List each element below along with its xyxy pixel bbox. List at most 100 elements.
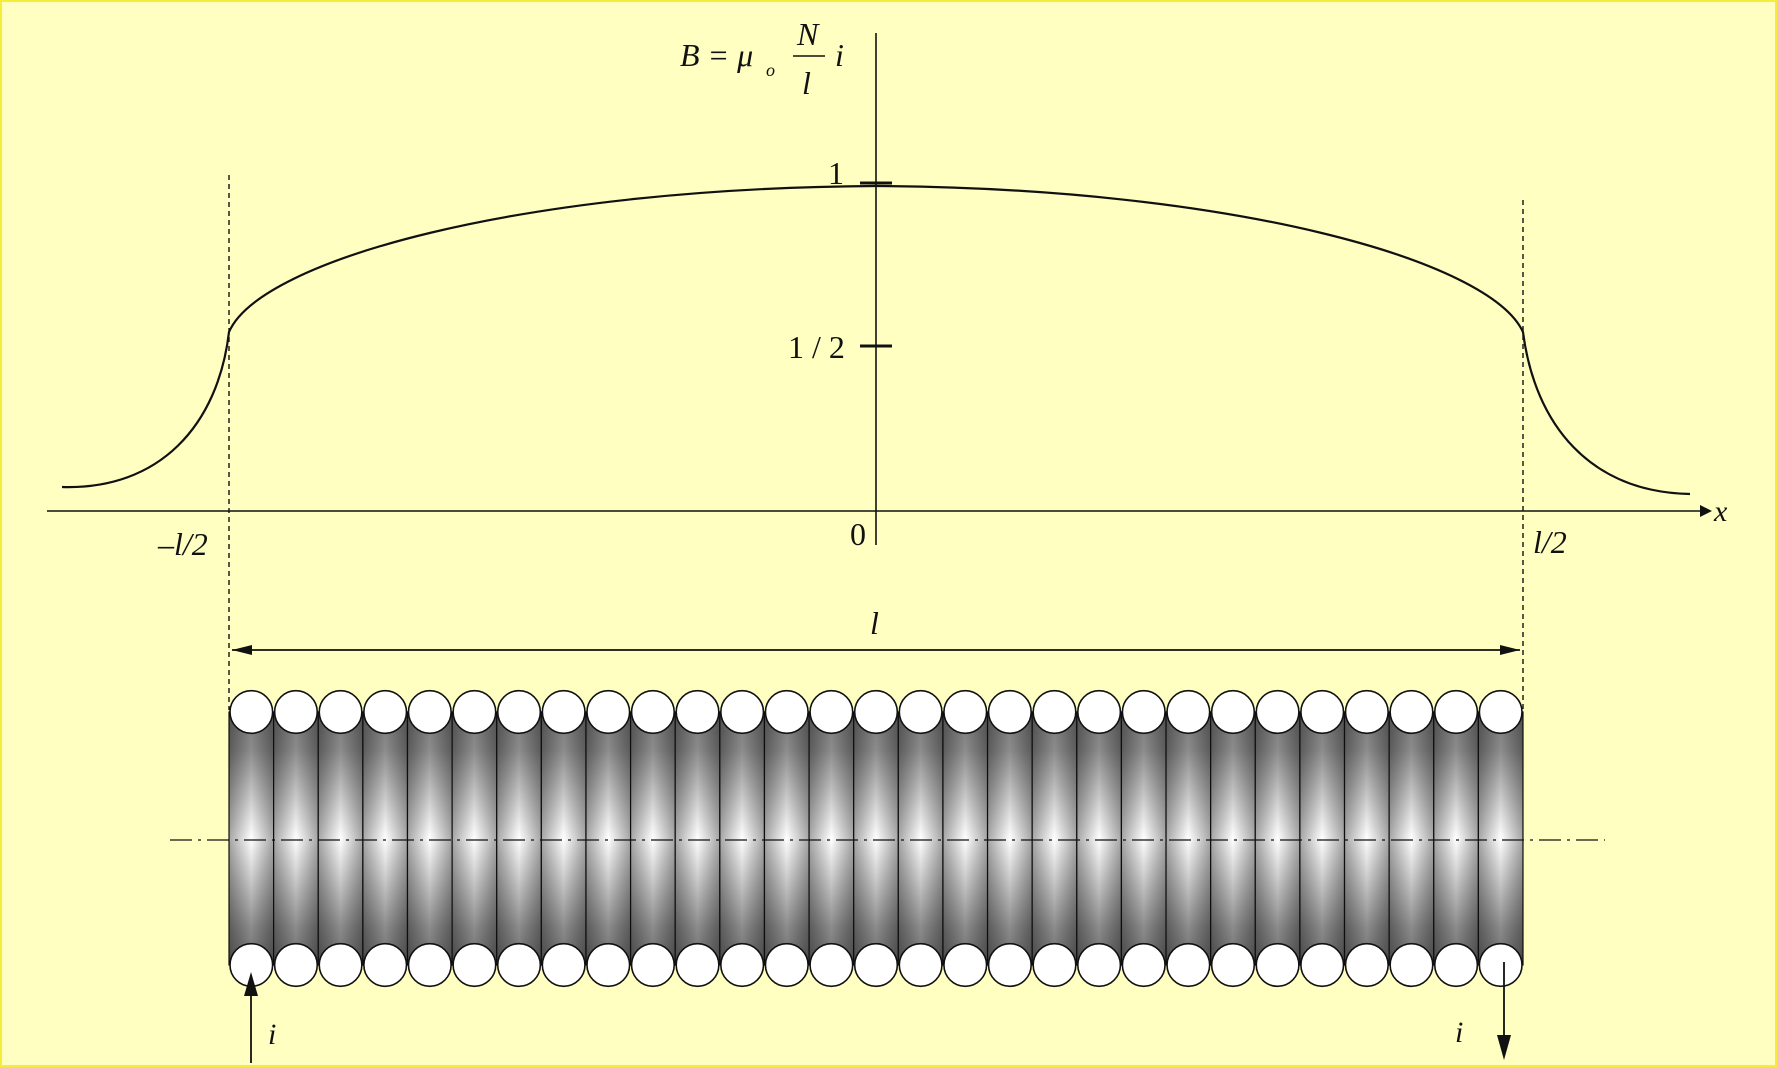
coil-wire-bottom: [1300, 942, 1345, 988]
coil-turn-shading: [1299, 712, 1345, 965]
coil-wire-bottom: [1433, 942, 1479, 988]
coil-wire-bottom: [496, 942, 542, 988]
coil-wire-top: [1389, 689, 1434, 735]
coil-wire-bottom: [1032, 942, 1077, 988]
coil-turn-shading: [1032, 712, 1077, 965]
coil-wire-bottom: [407, 942, 452, 988]
coil-turn-shading: [496, 712, 542, 965]
coil-wire-top: [541, 689, 586, 735]
coil-wire-bottom: [273, 942, 319, 988]
coil-wire-top: [853, 689, 899, 735]
coil-turn-shading: [853, 712, 899, 965]
x-label-neg-half: –l/2: [157, 526, 208, 562]
coil-turn-shading: [630, 712, 676, 965]
x-label-origin: 0: [850, 516, 866, 552]
field-curve: [61, 184, 1691, 496]
coil-wire-bottom: [1076, 942, 1122, 988]
y-tick-label-half: 1 / 2: [788, 329, 845, 365]
coil-wire-top: [1121, 689, 1166, 735]
coil-turn-shading: [987, 712, 1033, 965]
coil-turn-shading: [452, 712, 497, 965]
length-label: l: [870, 605, 879, 641]
coil-wire-top: [675, 689, 720, 735]
coil-wire-bottom: [318, 942, 363, 988]
coil-wire-bottom: [809, 942, 854, 988]
coil-turn-shading: [1478, 712, 1523, 965]
coil-wire-top: [496, 689, 542, 735]
coil-turn-shading: [585, 712, 631, 965]
coil-wire-bottom: [452, 942, 497, 988]
coil-wire-top: [764, 689, 809, 735]
coil-turn-shading: [1210, 712, 1256, 965]
coil-wire-top: [1255, 689, 1300, 735]
coil-turn-shading: [273, 712, 319, 965]
formula-mu-subscript: o: [766, 60, 775, 80]
coil-wire-bottom: [1210, 942, 1256, 988]
coil-turn-shading: [1121, 712, 1167, 965]
coil-turn-shading: [1076, 712, 1122, 965]
formula-tail: i: [835, 37, 844, 73]
current-in-label: i: [268, 1018, 276, 1051]
coil-turn-shading: [229, 712, 274, 965]
coil-wire-bottom: [1166, 942, 1211, 988]
formula-denominator: l: [802, 65, 811, 101]
current-in-arrowhead: [244, 972, 258, 996]
coil-wire-bottom: [363, 942, 408, 988]
coil-turn-shading: [1344, 712, 1390, 965]
coil-wire-top: [809, 689, 854, 735]
coil-wire-top: [273, 689, 319, 735]
coil-wire-bottom: [586, 942, 631, 988]
coil-wire-top: [586, 689, 631, 735]
coil-wire-top: [1344, 689, 1389, 735]
coil-wire-top: [452, 689, 497, 735]
y-tick-label-one: 1: [828, 155, 844, 191]
coil-wire-top: [720, 689, 765, 735]
x-label-pos-half: l/2: [1533, 524, 1567, 560]
coil-turn-shading: [1166, 712, 1211, 965]
coil-turn-shading: [809, 712, 854, 965]
coil-wire-top: [898, 689, 943, 735]
coil-wire-bottom: [1478, 942, 1523, 988]
coil-wire-bottom: [943, 942, 988, 988]
coil-turn-shading: [898, 712, 943, 965]
coil-wire-top: [1433, 689, 1479, 735]
coil-wire-top: [630, 689, 676, 735]
current-out-arrowhead: [1497, 1035, 1511, 1060]
coil-turn-shading: [541, 712, 586, 965]
coil-wire-bottom: [898, 942, 943, 988]
coil-wire-top: [1210, 689, 1256, 735]
coil-wire-top: [1166, 689, 1211, 735]
coil-wire-top: [318, 689, 363, 735]
current-out-label: i: [1455, 1016, 1463, 1049]
coil-wire-top: [1032, 689, 1077, 735]
coil-turn-shading: [1255, 712, 1300, 965]
coil-wire-bottom: [541, 942, 586, 988]
coil-wire-top: [1478, 689, 1523, 735]
coil-wire-bottom: [1344, 942, 1389, 988]
coil-wire-bottom: [853, 942, 899, 988]
coil-wire-bottom: [987, 942, 1032, 988]
coil-wire-top: [229, 689, 274, 735]
coil-turn-shading: [719, 712, 765, 965]
coil-turn-shading: [764, 712, 810, 965]
coil-turn-shading: [362, 712, 408, 965]
coil-wire-bottom: [630, 942, 676, 988]
coil-turn-shading: [1389, 712, 1434, 965]
coil-wire-bottom: [675, 942, 720, 988]
coil-wire-top: [407, 689, 452, 735]
coil-wire-top: [987, 689, 1032, 735]
coil-turn-shading: [318, 712, 363, 965]
formula-lhs: B = μ: [680, 37, 753, 73]
coil-turn-shading: [675, 712, 720, 965]
coil-wire-bottom: [1121, 942, 1166, 988]
coil-turn-shading: [1433, 712, 1479, 965]
coil-wire-bottom: [720, 942, 765, 988]
coil-wire-top: [363, 689, 408, 735]
x-axis-label: x: [1713, 495, 1728, 528]
coil-turn-shading: [407, 712, 453, 965]
coil-turn-shading: [942, 712, 988, 965]
coil-wire-top: [1076, 689, 1122, 735]
coil-wire-bottom: [1389, 942, 1434, 988]
coil-wire-bottom: [1255, 942, 1300, 988]
